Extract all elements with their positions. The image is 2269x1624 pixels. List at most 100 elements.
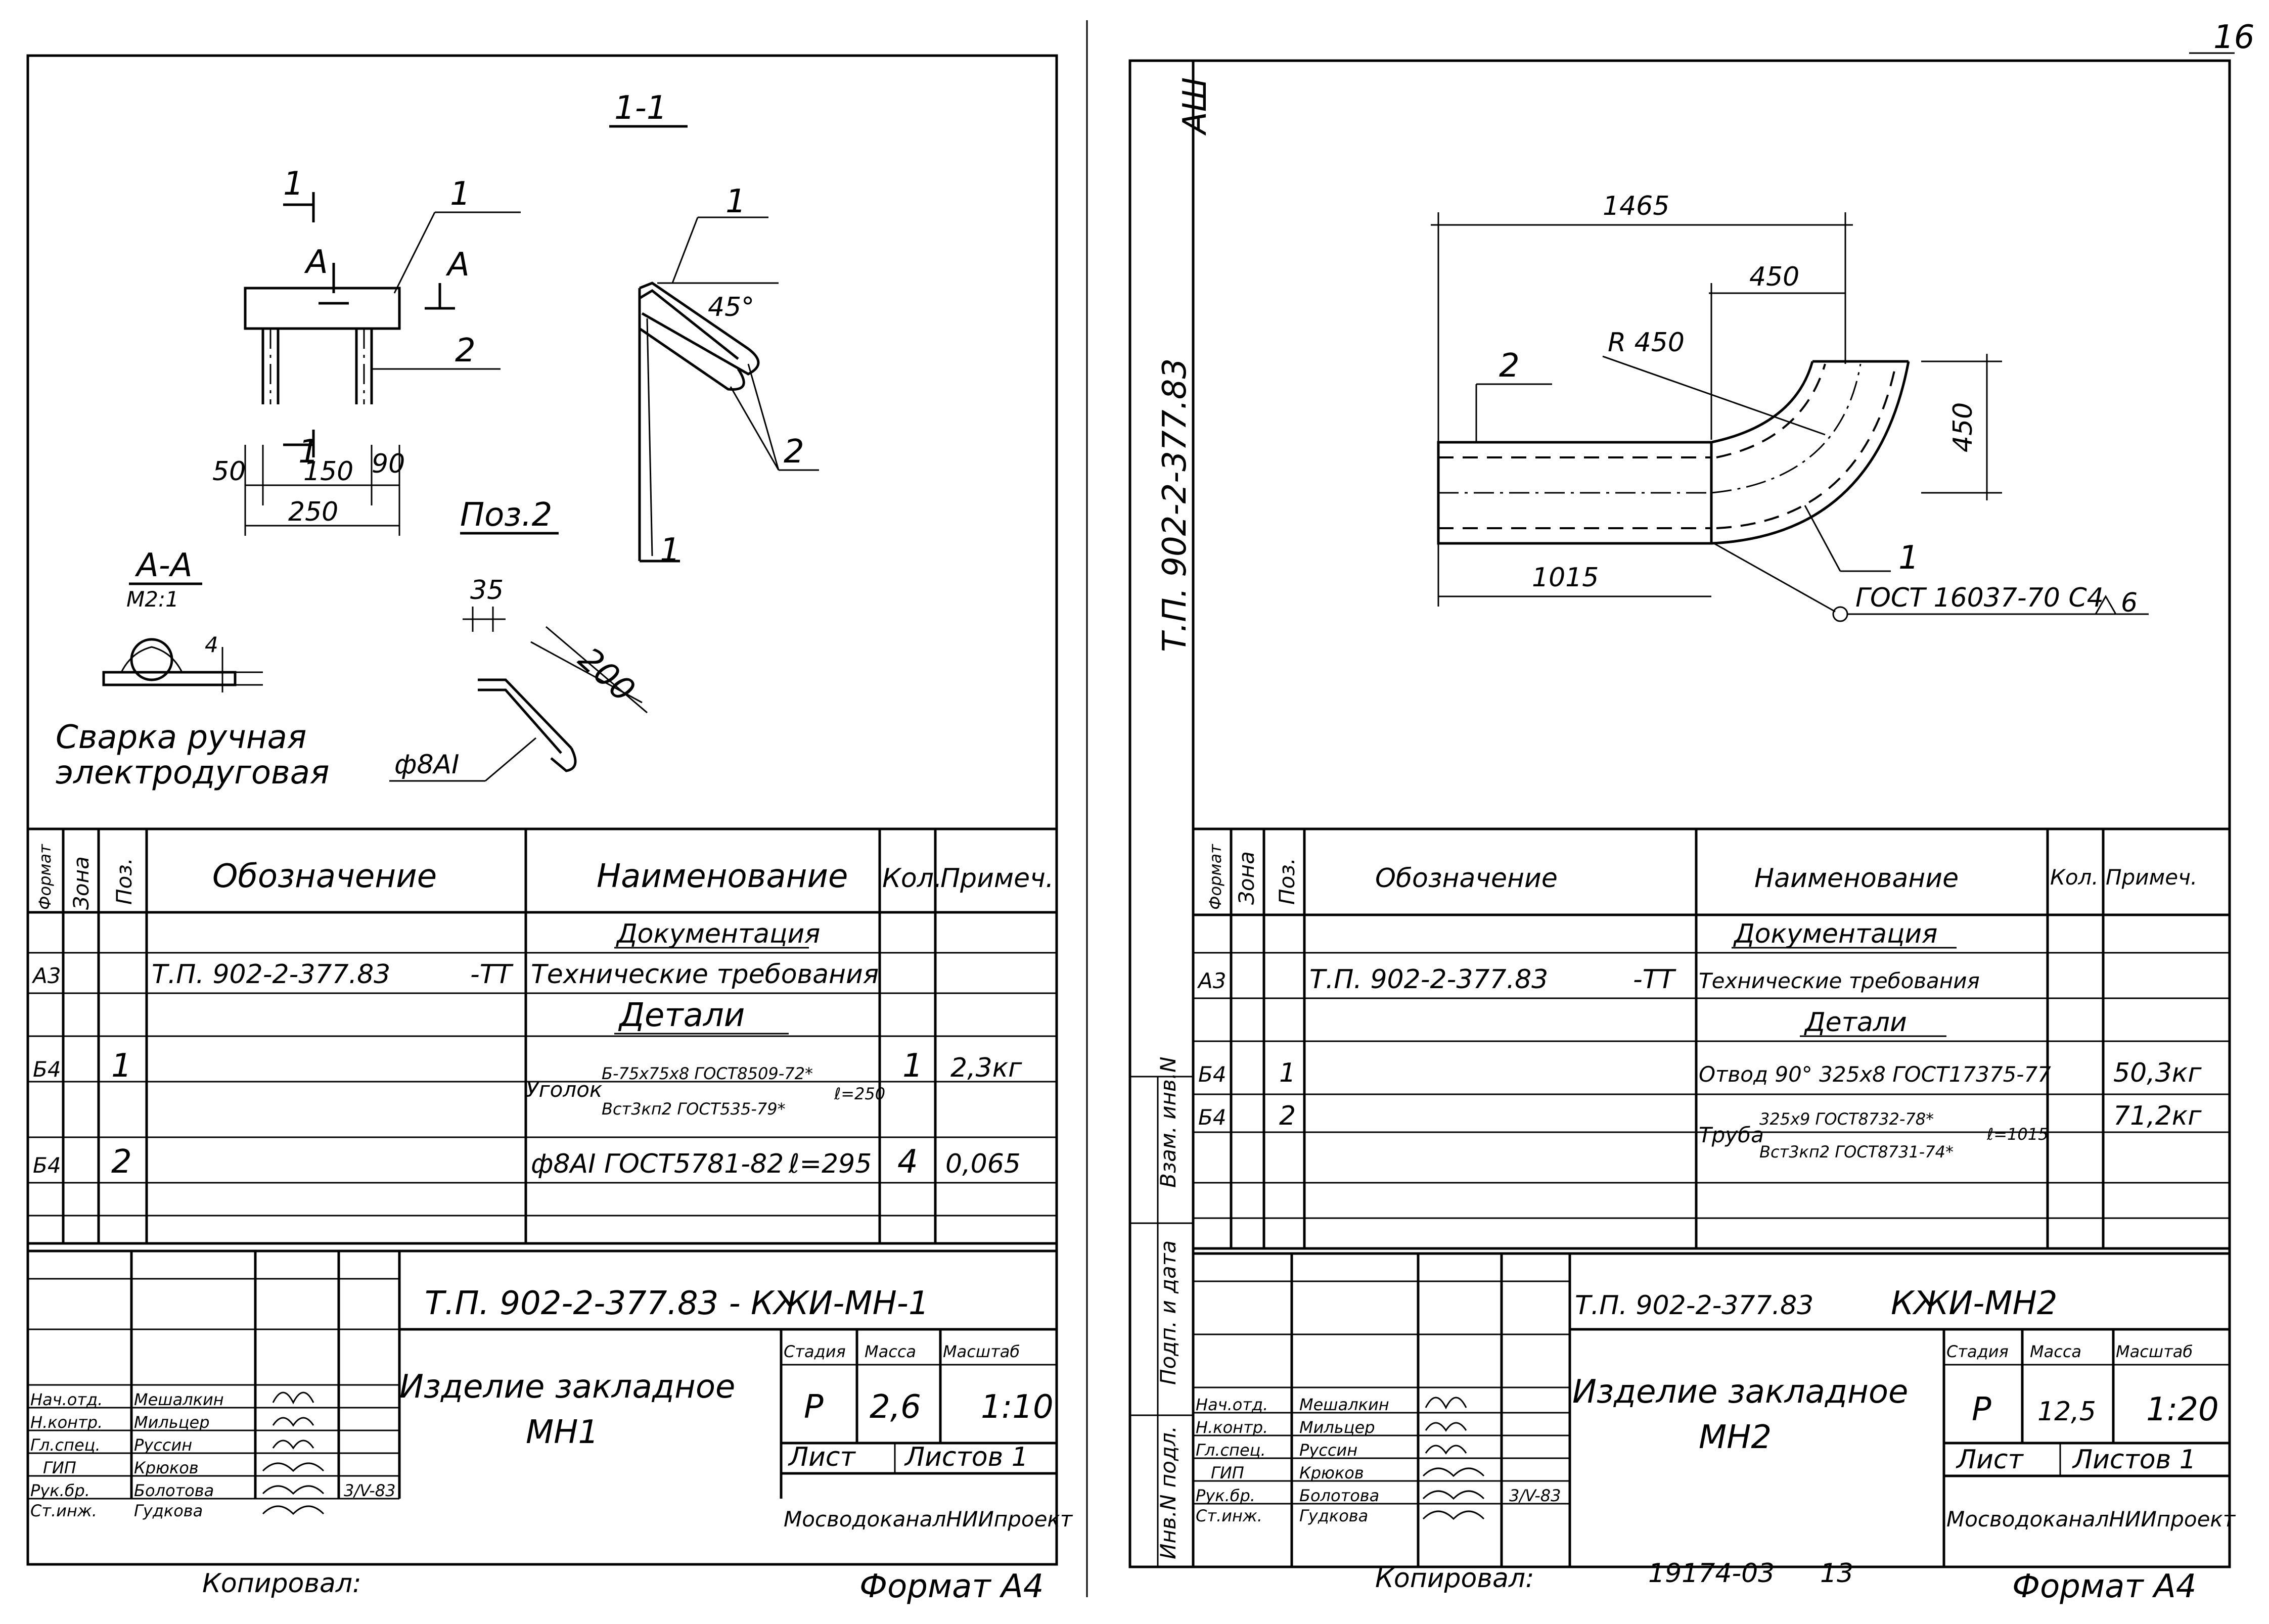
svg-text:450: 450: [1749, 262, 1799, 292]
svg-text:Зона: Зона: [69, 856, 94, 910]
left-frame: [26, 54, 1058, 1566]
svg-text:Труба: Труба: [1699, 1123, 1764, 1147]
svg-text:35: 35: [470, 575, 504, 606]
svg-text:Т.П. 902-2-377.83 - КЖИ-МН-1: Т.П. 902-2-377.83 - КЖИ-МН-1: [425, 1285, 929, 1322]
signature-mark: [272, 1391, 314, 1405]
svg-text:50,3кг: 50,3кг: [2113, 1058, 2202, 1088]
svg-text:Примеч.: Примеч.: [2106, 865, 2197, 890]
svg-text:Мильцер: Мильцер: [134, 1413, 210, 1432]
svg-text:Б4: Б4: [33, 1153, 61, 1178]
svg-text:Ст.инж.: Ст.инж.: [30, 1501, 97, 1520]
svg-text:250: 250: [288, 497, 338, 527]
svg-text:-ТТ: -ТТ: [470, 959, 514, 990]
svg-text:Мильцер: Мильцер: [1299, 1418, 1375, 1437]
weld-note-line1: Сварка ручная: [56, 719, 306, 756]
svg-text:М2:1: М2:1: [126, 587, 179, 612]
svg-text:ℓ=250: ℓ=250: [834, 1084, 885, 1103]
svg-text:Рук.бр.: Рук.бр.: [1196, 1486, 1255, 1505]
svg-text:Документация: Документация: [616, 919, 820, 949]
svg-text:6: 6: [2121, 588, 2138, 618]
svg-text:Отвод 90° 325х8 ГОСТ17375-77: Отвод 90° 325х8 ГОСТ17375-77: [1699, 1062, 2051, 1087]
svg-text:2,3кг: 2,3кг: [950, 1053, 1022, 1083]
svg-text:Формат: Формат: [35, 844, 55, 910]
svg-text:Поз.: Поз.: [1275, 858, 1299, 905]
footer-stamp: 19174-03: [1648, 1558, 1775, 1589]
svg-text:Крюков: Крюков: [134, 1458, 199, 1477]
svg-text:Т.П. 902-2-377.83: Т.П. 902-2-377.83: [152, 959, 390, 990]
svg-text:12,5: 12,5: [2037, 1397, 2096, 1427]
signature-mark: [262, 1462, 325, 1472]
svg-text:Нач.отд.: Нач.отд.: [1196, 1395, 1268, 1414]
svg-text:2: 2: [784, 433, 804, 471]
svg-text:Т.П. 902-2-377.83: Т.П. 902-2-377.83: [1575, 1290, 1813, 1321]
pos2-label: Поз.2: [460, 496, 552, 534]
svg-text:Мешалкин: Мешалкин: [134, 1390, 224, 1409]
svg-text:0,065: 0,065: [945, 1149, 1021, 1179]
left-spec-table: Формат Зона Поз. Обозначение Наименовани…: [28, 827, 1057, 1245]
svg-text:ℓ=295: ℓ=295: [788, 1149, 872, 1179]
svg-text:Руссин: Руссин: [134, 1435, 192, 1455]
svg-text:1: 1: [902, 1047, 923, 1085]
footer-format: Формат А4: [2012, 1568, 2197, 1605]
svg-text:А3: А3: [1197, 968, 1226, 993]
svg-text:3/V-83: 3/V-83: [344, 1481, 396, 1500]
svg-text:150: 150: [303, 456, 353, 487]
svg-text:1015: 1015: [1532, 563, 1599, 593]
signature-mark: [262, 1485, 325, 1495]
svg-text:Р: Р: [804, 1388, 824, 1426]
svg-text:Вст3кп2 ГОСТ535-79*: Вст3кп2 ГОСТ535-79*: [602, 1099, 786, 1119]
svg-text:Поз.: Поз.: [112, 858, 137, 905]
svg-text:Наименование: Наименование: [1754, 863, 1959, 894]
svg-text:Б4: Б4: [1198, 1062, 1227, 1087]
side-code: Т.П. 902-2-377.83: [1156, 358, 1194, 652]
svg-text:90: 90: [372, 449, 405, 479]
svg-text:ГИП: ГИП: [1211, 1463, 1244, 1482]
footer-copy: Копировал:: [1375, 1563, 1534, 1594]
plate-front-view: 1 1 A A 1 2 50 150 90 250: [212, 165, 521, 536]
svg-text:45°: 45°: [708, 292, 754, 322]
svg-text:4: 4: [897, 1143, 918, 1181]
svg-text:71,2кг: 71,2кг: [2113, 1101, 2202, 1131]
signature-mark: [272, 1440, 314, 1450]
svg-text:Болотова: Болотова: [134, 1481, 214, 1500]
svg-text:Детали: Детали: [618, 997, 745, 1034]
svg-text:ф8АI: ф8АI: [394, 750, 459, 780]
svg-text:Р: Р: [1972, 1391, 1991, 1428]
bar-detail: 200 35 ф8АI: [389, 575, 648, 782]
pipe-bend-drawing: 1465 450 450 R 450 1015 2 1 ГОСТ 16037-7…: [1431, 191, 2149, 622]
svg-text:Гл.спец.: Гл.спец.: [1196, 1441, 1266, 1460]
svg-text:4: 4: [205, 632, 218, 657]
svg-text:2: 2: [455, 332, 476, 369]
svg-text:Болотова: Болотова: [1299, 1486, 1379, 1505]
svg-text:325х9 ГОСТ8732-78*: 325х9 ГОСТ8732-78*: [1759, 1109, 1934, 1129]
svg-text:Нач.отд.: Нач.отд.: [30, 1390, 103, 1409]
svg-text:ℓ=1015: ℓ=1015: [1986, 1125, 2048, 1144]
svg-text:А-А: А-А: [134, 547, 193, 584]
svg-text:Изделие закладное: Изделие закладное: [399, 1368, 735, 1406]
svg-text:1: 1: [725, 183, 746, 220]
svg-text:Рук.бр.: Рук.бр.: [30, 1481, 90, 1500]
signature-mark: [1422, 1467, 1485, 1477]
svg-text:Зона: Зона: [1234, 851, 1259, 905]
svg-text:Вст3кп2 ГОСТ8731-74*: Вст3кп2 ГОСТ8731-74*: [1759, 1142, 1954, 1162]
svg-text:Гудкова: Гудкова: [134, 1501, 203, 1520]
signature-mark: [1422, 1510, 1485, 1520]
corner-mark: АШ: [1176, 77, 1214, 136]
svg-text:Лист: Лист: [788, 1442, 856, 1472]
svg-text:Листов 1: Листов 1: [2072, 1445, 2196, 1475]
left-title-block: Т.П. 902-2-377.83 - КЖИ-МН-1 Изделие зак…: [28, 1249, 1073, 1532]
svg-text:Технические требования: Технические требования: [531, 959, 879, 990]
svg-text:1:20: 1:20: [2146, 1391, 2219, 1428]
svg-text:Детали: Детали: [1804, 1007, 1907, 1038]
svg-text:Примеч.: Примеч.: [940, 863, 1054, 894]
footer-copy: Копировал:: [202, 1568, 361, 1599]
svg-text:A: A: [304, 244, 328, 281]
svg-text:Ст.инж.: Ст.инж.: [1196, 1506, 1262, 1525]
signature-mark: [1422, 1490, 1485, 1500]
footer-format: Формат А4: [859, 1568, 1044, 1605]
svg-text:1: 1: [450, 175, 471, 213]
svg-text:2: 2: [111, 1143, 132, 1181]
svg-text:Б4: Б4: [33, 1057, 61, 1082]
svg-text:Масштаб: Масштаб: [943, 1342, 1020, 1361]
svg-text:КЖИ-МН2: КЖИ-МН2: [1891, 1285, 2057, 1322]
